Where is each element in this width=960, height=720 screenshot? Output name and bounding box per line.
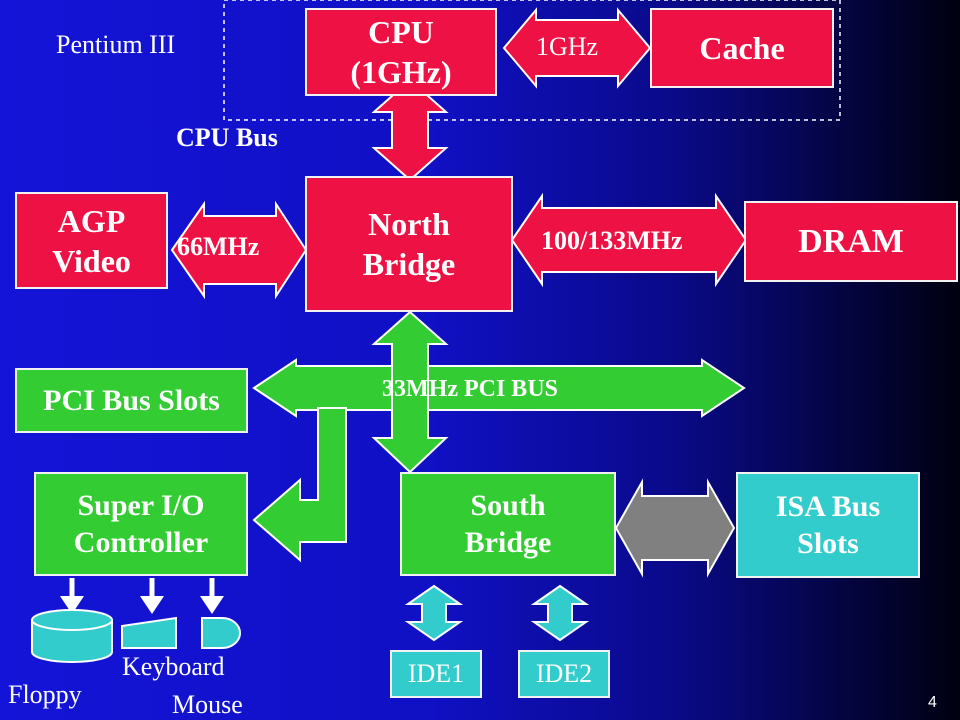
cpu-box: CPU (1GHz)	[305, 8, 497, 96]
mouse-icon	[201, 617, 241, 649]
pentium-group-border	[223, 0, 841, 121]
super-io-box: Super I/O Controller	[34, 472, 248, 576]
isa-arrow	[614, 478, 736, 578]
cpu-bus-label: CPU Bus	[176, 123, 278, 152]
mouse-arrow	[200, 578, 224, 614]
ide2-box: IDE2	[518, 650, 610, 698]
mouse-label: Mouse	[172, 690, 243, 719]
pci-bus-arrow	[252, 358, 746, 418]
ide2-arrow	[530, 584, 590, 642]
agp-speed-label: 66MHz	[177, 232, 260, 261]
dram-box: DRAM	[744, 201, 958, 282]
pci-superio-arrow	[252, 407, 347, 563]
floppy-arrow	[60, 578, 84, 614]
agp-video-box: AGP Video	[15, 192, 168, 289]
ide1-box: IDE1	[390, 650, 482, 698]
pentium-label: Pentium III	[56, 30, 176, 59]
dram-speed-label: 100/133MHz	[541, 226, 683, 255]
keyboard-icon	[121, 616, 177, 649]
pci-bus-label: 33MHz PCI BUS	[382, 376, 558, 402]
floppy-icon	[31, 609, 113, 663]
pci-slots-box: PCI Bus Slots	[15, 368, 248, 433]
isa-slots-box: ISA Bus Slots	[736, 472, 920, 578]
keyboard-arrow	[140, 578, 164, 614]
keyboard-label: Keyboard	[122, 652, 225, 681]
floppy-label: Floppy	[8, 680, 82, 709]
cpu-cache-speed-label: 1GHz	[536, 32, 599, 61]
north-bridge-box: North Bridge	[305, 176, 513, 312]
south-bridge-box: South Bridge	[400, 472, 616, 576]
cache-box: Cache	[650, 8, 834, 88]
ide1-arrow	[404, 584, 464, 642]
page-number: 4	[928, 694, 937, 711]
